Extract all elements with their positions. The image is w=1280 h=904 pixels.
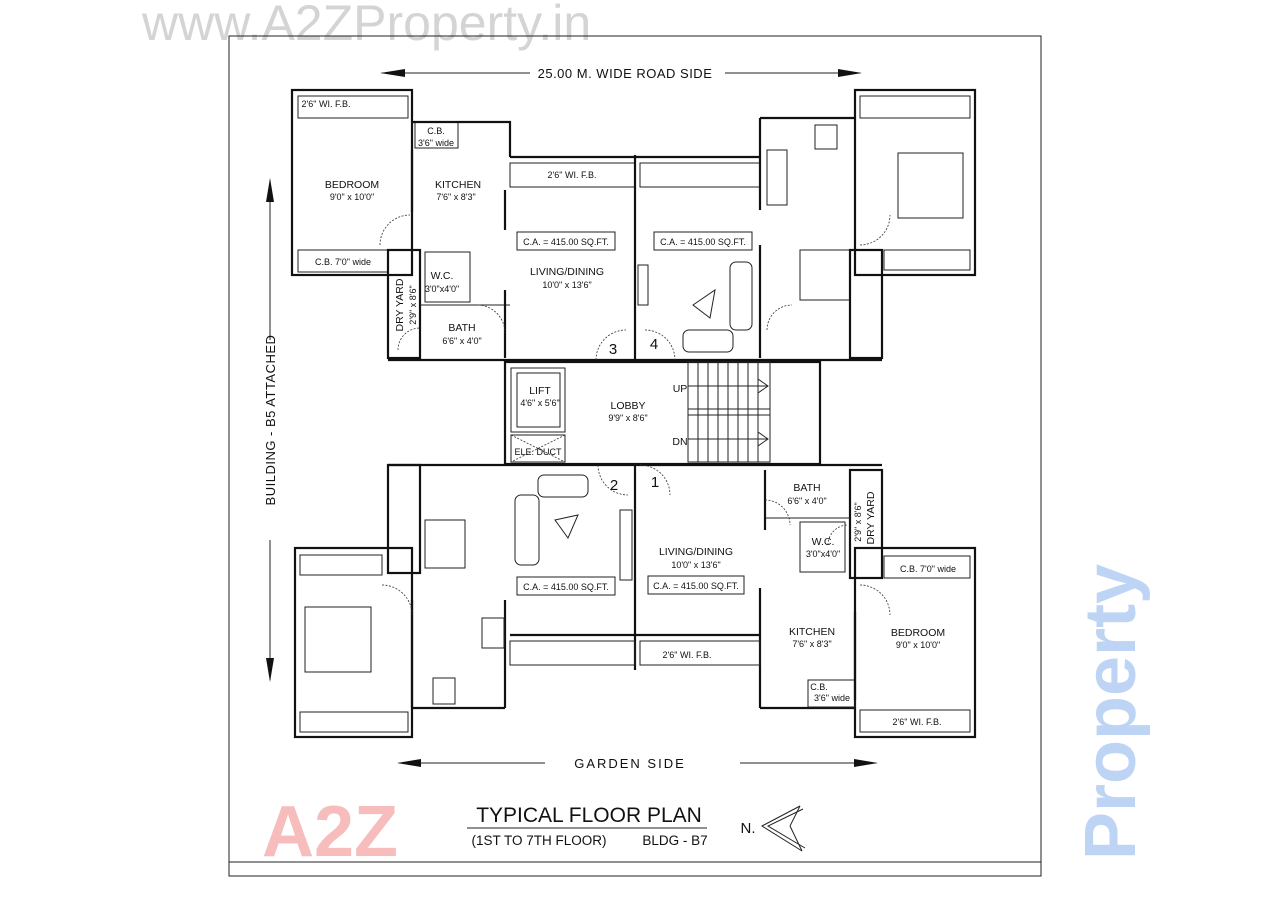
bedroom-label: BEDROOM [891,627,945,639]
unit-number: 4 [650,336,658,353]
bedroom-size: 9'0" x 10'0" [330,192,374,202]
carpet-area-label: C.A. = 415.00 SQ.FT. [653,581,739,591]
wc-label: W.C. [431,270,454,282]
lift-size: 4'6" x 5'6" [520,398,559,408]
living-label: LIVING/DINING [659,546,733,558]
stair-up-label: UP [673,383,688,395]
bedroom-label: BEDROOM [325,179,379,191]
cb-size: 3'6" wide [418,138,454,148]
carpet-area-label: C.A. = 415.00 SQ.FT. [523,237,609,247]
cb-label: C.B. 7'0" wide [315,257,371,267]
road-side-label: 25.00 M. WIDE ROAD SIDE [538,66,713,81]
building-name: BLDG - B7 [642,833,707,848]
cb-label: C.B. [427,126,445,136]
unit-number: 2 [610,477,618,494]
bath-label: BATH [448,322,475,334]
dry-yard-label: DRY YARD [865,491,877,544]
watermark-url: www.A2ZProperty.in [141,0,591,51]
dry-yard-size: 2'9" x 8'6" [853,502,863,541]
cb-label: C.B. 7'0" wide [900,564,956,574]
svg-text:Property: Property [1071,564,1151,860]
building-attached-label: BUILDING - B5 ATTACHED [263,335,278,506]
bedroom-size: 9'0" x 10'0" [896,640,940,650]
core: LIFT 4'6" x 5'6" LOBBY 9'9" x 8'6" UP DN… [503,360,822,466]
unit-number: 3 [609,341,617,358]
unit-2: C.A. = 415.00 SQ.FT. 2 [293,463,637,739]
floor-range: (1ST TO 7TH FLOOR) [471,833,606,848]
fb-label: 2'6" WI. F.B. [663,650,712,660]
watermark-logo: A2Z Property [262,564,1151,872]
fb-label: 2'6" WI. F.B. [893,717,942,727]
bath-size: 6'6" x 4'0" [787,496,826,506]
wc-size: 3'0"x4'0" [425,284,459,294]
unit-number: 1 [651,474,659,491]
unit-3: 2'6" WI. F.B. C.B. 3'6" wide BEDROOM 9'0… [290,88,637,362]
kitchen-label: KITCHEN [789,626,835,638]
lobby-label: LOBBY [610,400,645,412]
bath-label: BATH [793,482,820,494]
unit-4: C.A. = 415.00 SQ.FT. 4 [635,88,977,362]
north-arrow-icon [760,805,806,852]
unit-1: BATH 6'6" x 4'0" W.C. 3'0"x4'0" 2'9" x 8… [635,463,977,739]
garden-side-label: GARDEN SIDE [574,756,686,771]
living-label: LIVING/DINING [530,266,604,278]
north-label: N. [741,820,756,837]
stair-down-label: DN [672,436,687,448]
electric-duct-label: ELE. DUCT [514,447,562,457]
dry-yard-label: DRY YARD [394,278,406,331]
kitchen-size: 7'6" x 8'3" [792,639,831,649]
svg-text:A2Z: A2Z [262,792,398,872]
staircase [687,361,771,463]
kitchen-size: 7'6" x 8'3" [436,192,475,202]
sheet-border [228,35,1042,877]
cb-label: C.B. [810,682,828,692]
living-size: 10'0" x 13'6" [671,560,720,570]
road-side-indicator: 25.00 M. WIDE ROAD SIDE [380,66,862,81]
carpet-area-label: C.A. = 415.00 SQ.FT. [660,237,746,247]
wc-size: 3'0"x4'0" [806,549,840,559]
fb-label: 2'6" WI. F.B. [302,99,351,109]
lift-label: LIFT [529,385,551,397]
lobby-size: 9'9" x 8'6" [608,413,647,423]
carpet-area-label: C.A. = 415.00 SQ.FT. [523,582,609,592]
garden-side-indicator: GARDEN SIDE [397,756,878,771]
bath-size: 6'6" x 4'0" [442,336,481,346]
fb-label: 2'6" WI. F.B. [548,170,597,180]
cb-size: 3'6" wide [814,693,850,703]
plan-title: TYPICAL FLOOR PLAN [476,804,702,827]
dry-yard-size: 2'9" x 8'6" [408,285,418,324]
kitchen-label: KITCHEN [435,179,481,191]
title-block: TYPICAL FLOOR PLAN (1ST TO 7TH FLOOR) BL… [467,804,806,852]
building-attached-indicator: BUILDING - B5 ATTACHED [263,178,278,682]
living-size: 10'0" x 13'6" [542,280,591,290]
wc-label: W.C. [812,536,835,548]
